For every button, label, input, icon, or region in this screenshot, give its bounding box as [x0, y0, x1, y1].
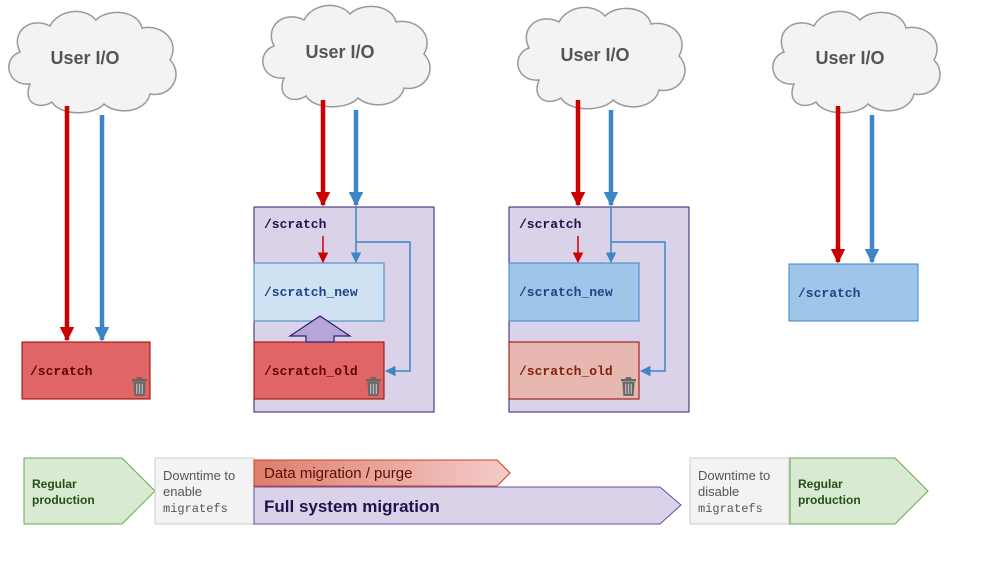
data-migration-label: Data migration / purge [264, 465, 412, 482]
cloud-label: User I/O [305, 42, 374, 62]
regular-production-end-line2: production [798, 493, 861, 507]
scratch-label: /scratch [30, 364, 93, 379]
downtime-disable-box [689, 457, 790, 525]
stage-4: User I/O /scratch [772, 10, 941, 322]
downtime-enable-line2: enable [163, 484, 202, 499]
trash-icon [132, 377, 147, 396]
full-migration-bar [253, 486, 682, 525]
cloud-label: User I/O [815, 48, 884, 68]
downtime-enable-line3: migratefs [163, 502, 228, 516]
stage-1: User I/O /scratch [8, 10, 177, 400]
regular-production-end [789, 457, 929, 525]
downtime-disable-line3: migratefs [698, 502, 763, 516]
stage-3: User I/O /scratch /scratch_new /scratch_… [508, 6, 690, 413]
downtime-enable-box [154, 457, 255, 525]
stage-2: User I/O /scratch /scratch_new /scratch_… [253, 4, 435, 413]
cloud-label: User I/O [560, 45, 629, 65]
migrate-up-arrow [288, 315, 352, 343]
data-migration-bar [253, 459, 511, 487]
downtime-disable-line1: Downtime to [698, 468, 770, 483]
scratch-outer-label: /scratch [264, 217, 327, 232]
timeline: Regular production Downtime to enable mi… [23, 457, 929, 525]
scratch-old-box [508, 341, 640, 400]
scratch-new-label: /scratch_new [519, 285, 613, 300]
trash-icon [366, 377, 381, 396]
trash-icon [621, 377, 636, 396]
read-old-arrow [611, 241, 666, 377]
regular-production-start [23, 457, 156, 525]
read-old-arrow [356, 241, 411, 377]
scratch-box [21, 341, 151, 400]
scratch-new-box [253, 262, 385, 322]
regular-production-start-line1: Regular [32, 477, 77, 491]
scratch-box [788, 263, 919, 322]
scratch-new-label: /scratch_new [264, 285, 358, 300]
scratch-old-label: /scratch_old [264, 364, 358, 379]
regular-production-end-line1: Regular [798, 477, 843, 491]
scratch-old-box [253, 341, 385, 400]
cloud-label: User I/O [50, 48, 119, 68]
downtime-disable-line2: disable [698, 484, 739, 499]
regular-production-start-line2: production [32, 493, 95, 507]
full-migration-label: Full system migration [264, 497, 440, 516]
scratch-outer-label: /scratch [519, 217, 582, 232]
scratch-label: /scratch [798, 286, 861, 301]
downtime-enable-line1: Downtime to [163, 468, 235, 483]
scratch-old-label: /scratch_old [519, 364, 613, 379]
